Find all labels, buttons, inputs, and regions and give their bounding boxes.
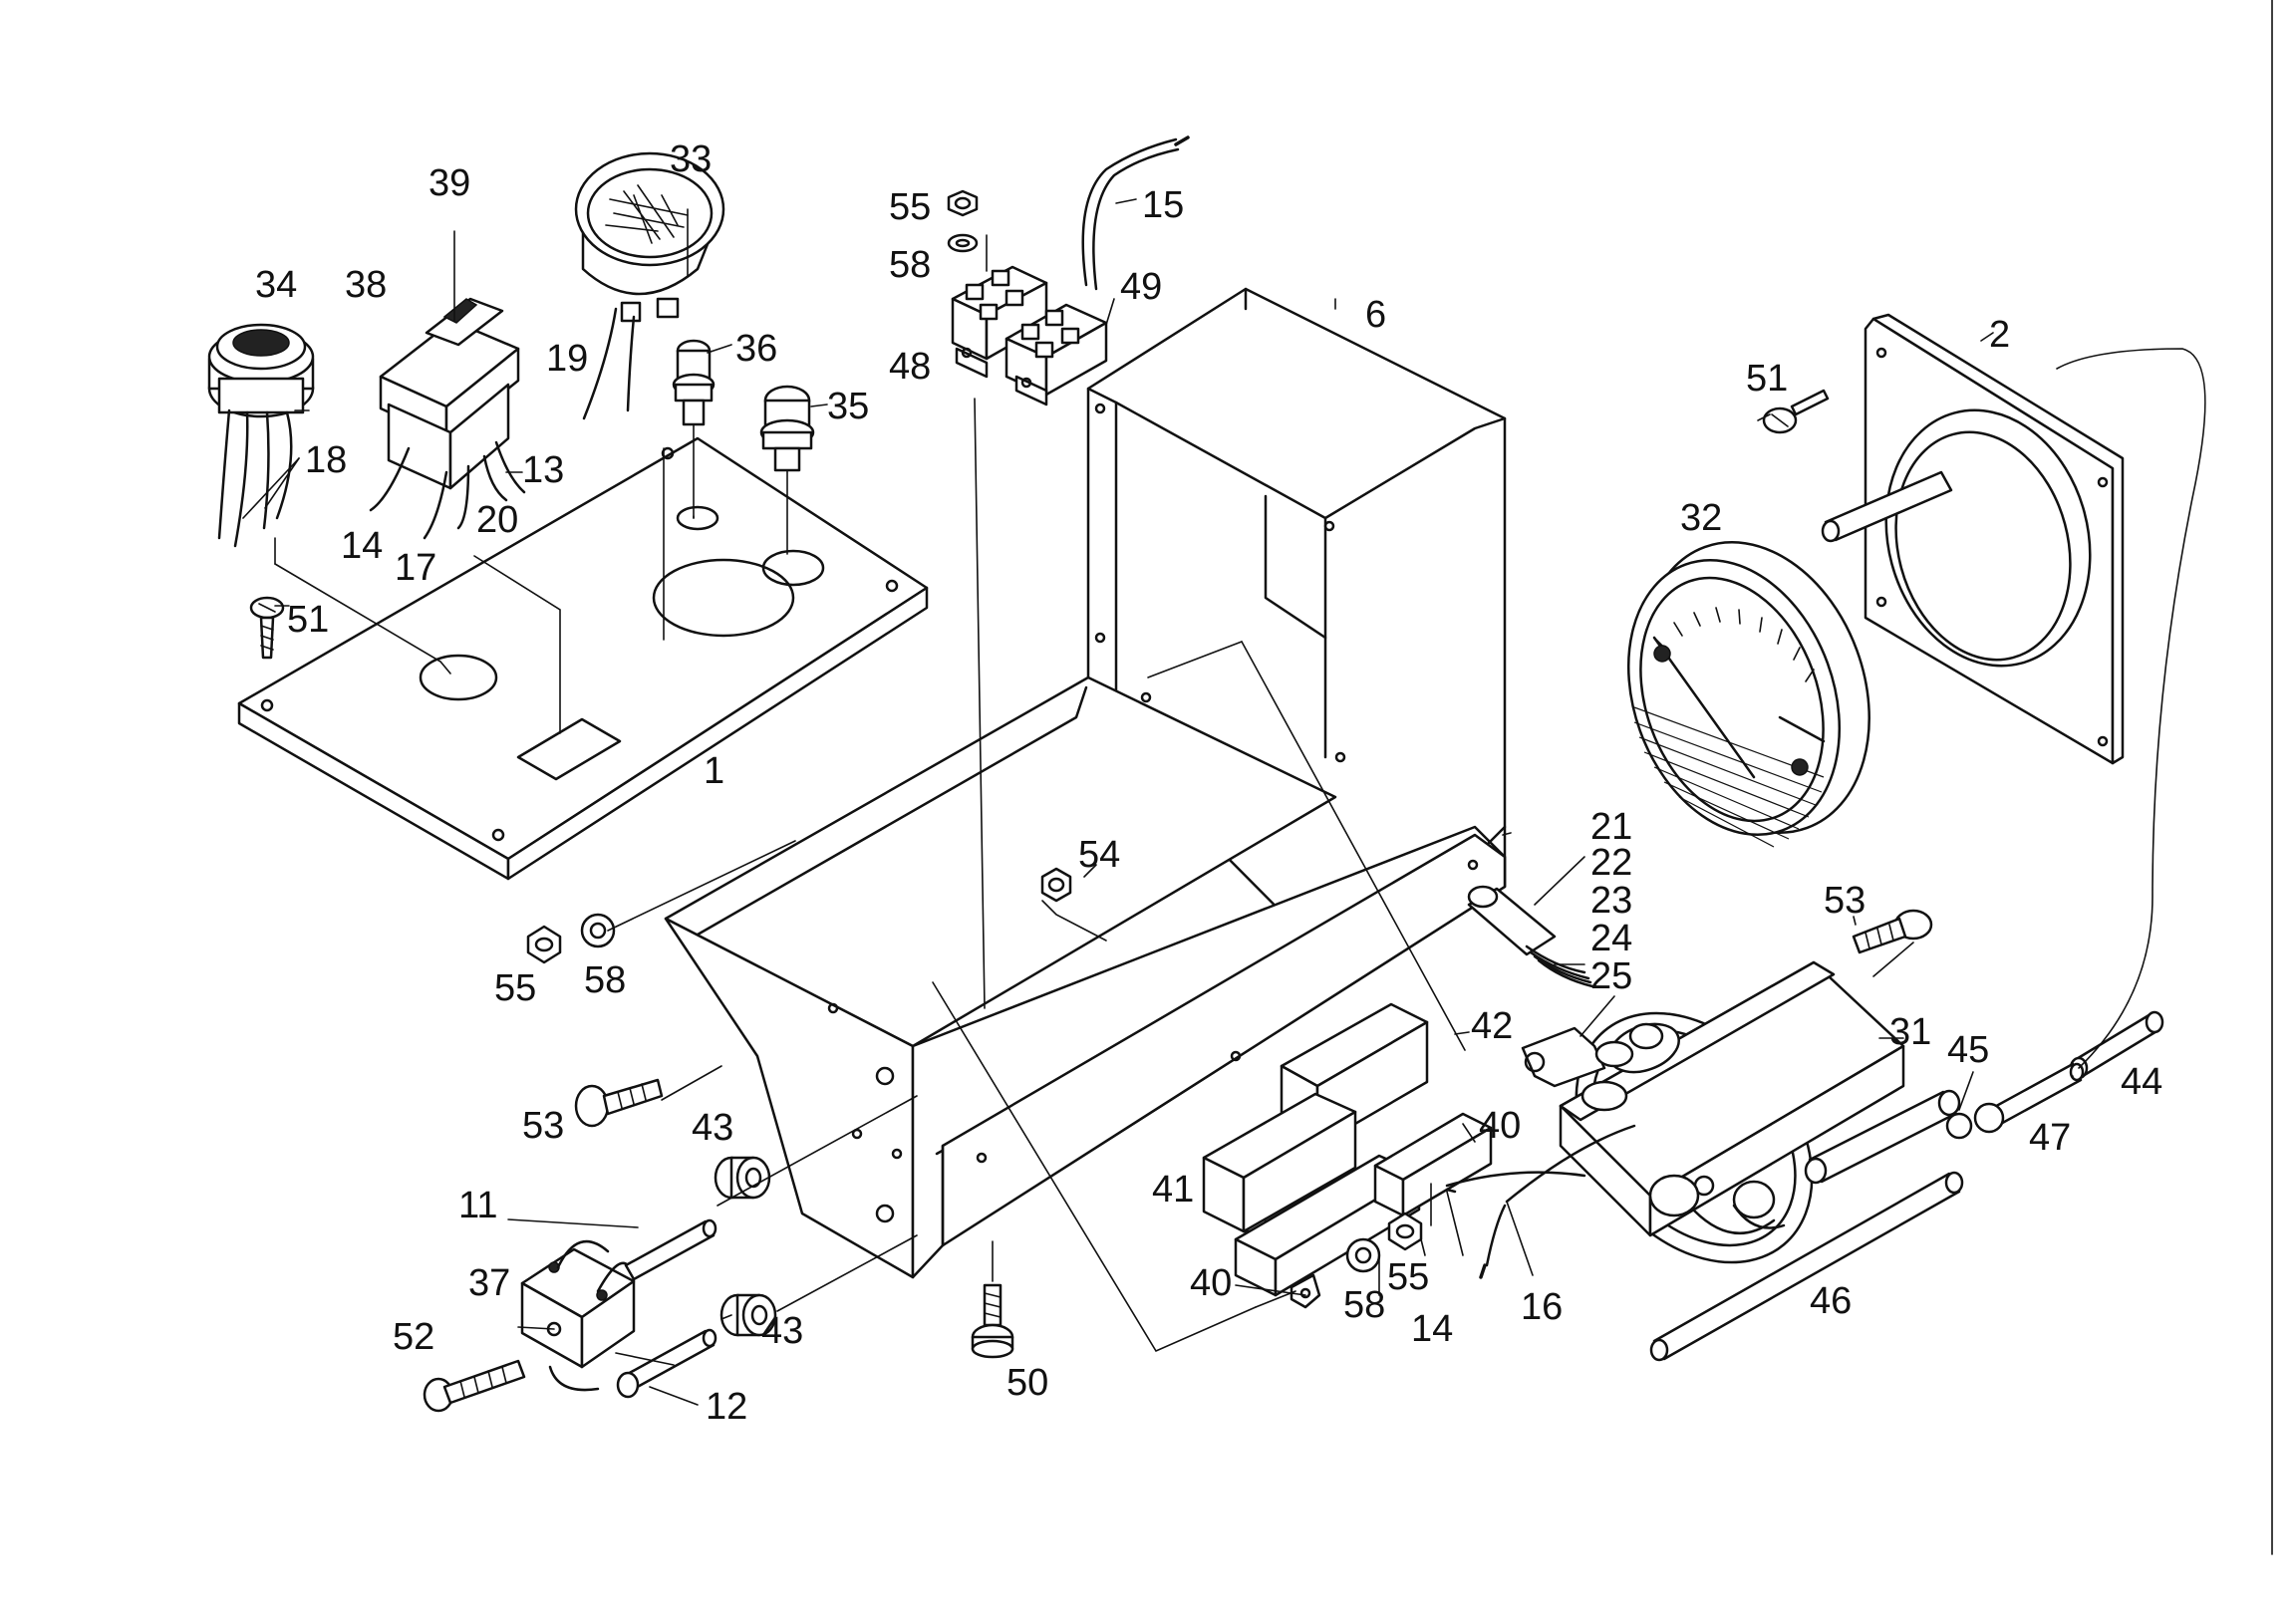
control-panel-plate xyxy=(237,436,929,881)
callout-label: 50 xyxy=(1006,1362,1048,1404)
callout-label: 40 xyxy=(1190,1262,1232,1304)
screw-53-right xyxy=(1852,909,1933,954)
callout-label: 1 xyxy=(704,750,724,792)
callout-label: 25 xyxy=(1590,955,1632,997)
terminal-block-48 xyxy=(951,265,1048,379)
callout-label: 24 xyxy=(1590,918,1632,959)
wire-bundle-21-25 xyxy=(1467,885,1594,988)
wires-14-16 xyxy=(1445,1124,1636,1279)
relay-40-upper xyxy=(1373,1112,1493,1217)
bushing-43-lower xyxy=(719,1293,777,1337)
fitting-47 xyxy=(1973,1062,2085,1134)
callout-label: 52 xyxy=(393,1316,434,1358)
nut-washer-left xyxy=(526,913,616,964)
nut-washer-55-58-relay xyxy=(1345,1212,1423,1273)
callout-label: 51 xyxy=(1746,358,1788,400)
callout-label: 15 xyxy=(1142,184,1184,226)
button-34 xyxy=(207,323,315,548)
screw-50 xyxy=(971,1240,1014,1359)
callout-label: 18 xyxy=(305,439,347,481)
callout-label: 51 xyxy=(287,599,329,641)
callout-label: 43 xyxy=(761,1310,803,1352)
callout-label: 12 xyxy=(706,1386,747,1428)
rod-12 xyxy=(616,1328,718,1399)
callout-label: 55 xyxy=(1387,1256,1429,1298)
large-round-gauge xyxy=(1626,541,1870,848)
callout-labels: 33 39 55 15 34 38 58 49 6 36 19 48 2 51 … xyxy=(255,138,2162,1428)
callout-label: 16 xyxy=(1521,1286,1563,1328)
callout-label: 45 xyxy=(1947,1029,1989,1071)
thermostat-37 xyxy=(520,1239,636,1392)
screw-51-left xyxy=(249,596,285,660)
component-31 xyxy=(1521,960,1905,1264)
callout-label: 38 xyxy=(345,264,387,306)
callout-label: 14 xyxy=(1411,1308,1453,1350)
relay-41 xyxy=(1202,1092,1357,1245)
screw-51-right xyxy=(1762,389,1830,434)
lamp-36 xyxy=(672,339,716,519)
callout-label: 58 xyxy=(1343,1284,1385,1326)
callout-label: 46 xyxy=(1810,1280,1852,1322)
gauge-33 xyxy=(574,151,725,420)
callout-label: 23 xyxy=(1590,880,1632,922)
callout-label: 31 xyxy=(1889,1011,1931,1053)
screw-52 xyxy=(423,1359,526,1413)
callout-label: 20 xyxy=(476,499,518,541)
callout-label: 55 xyxy=(494,967,536,1009)
callout-label: 22 xyxy=(1590,842,1632,884)
nut-54 xyxy=(1040,867,1072,903)
callout-label: 13 xyxy=(522,449,564,491)
nut-washer-top xyxy=(947,189,979,253)
callout-label: 36 xyxy=(735,328,777,370)
tube-45 xyxy=(1804,1089,1973,1185)
callout-label: 44 xyxy=(2121,1061,2162,1103)
rocker-switch-38 xyxy=(369,297,526,540)
callout-label: 53 xyxy=(1824,880,1866,922)
chassis-trough xyxy=(664,675,1507,1279)
callout-label: 19 xyxy=(546,338,588,380)
callout-label: 47 xyxy=(2029,1117,2071,1159)
callout-label: 53 xyxy=(522,1105,564,1147)
callout-label: 43 xyxy=(692,1107,733,1149)
rod-11 xyxy=(624,1218,718,1281)
terminal-block-49 xyxy=(1004,135,1190,406)
callout-label: 35 xyxy=(827,386,869,427)
callout-label: 21 xyxy=(1590,806,1632,848)
callout-label: 37 xyxy=(468,1262,510,1304)
callout-label: 42 xyxy=(1471,1005,1513,1047)
leader-lines xyxy=(242,198,2206,1406)
callout-label: 11 xyxy=(458,1185,497,1226)
tube-46 xyxy=(1649,1171,1964,1362)
callout-label: 41 xyxy=(1152,1169,1194,1211)
callout-label: 58 xyxy=(584,959,626,1001)
callout-label: 32 xyxy=(1680,497,1722,539)
callout-label: 14 xyxy=(341,525,383,567)
callout-label: 48 xyxy=(889,346,931,388)
screw-53-left xyxy=(574,1078,664,1128)
callout-label: 40 xyxy=(1479,1105,1521,1147)
callout-label: 17 xyxy=(395,547,436,589)
gauge-mounting-plate xyxy=(1821,313,2125,765)
lamp-35 xyxy=(759,385,815,555)
callout-label: 6 xyxy=(1365,294,1386,336)
callout-label: 33 xyxy=(670,138,712,180)
callout-label: 2 xyxy=(1989,314,2010,356)
callout-label: 55 xyxy=(889,186,931,228)
callout-label: 39 xyxy=(429,162,470,204)
callout-label: 49 xyxy=(1120,266,1162,308)
callout-label: 54 xyxy=(1078,834,1120,876)
callout-label: 58 xyxy=(889,244,931,286)
callout-label: 34 xyxy=(255,264,297,306)
